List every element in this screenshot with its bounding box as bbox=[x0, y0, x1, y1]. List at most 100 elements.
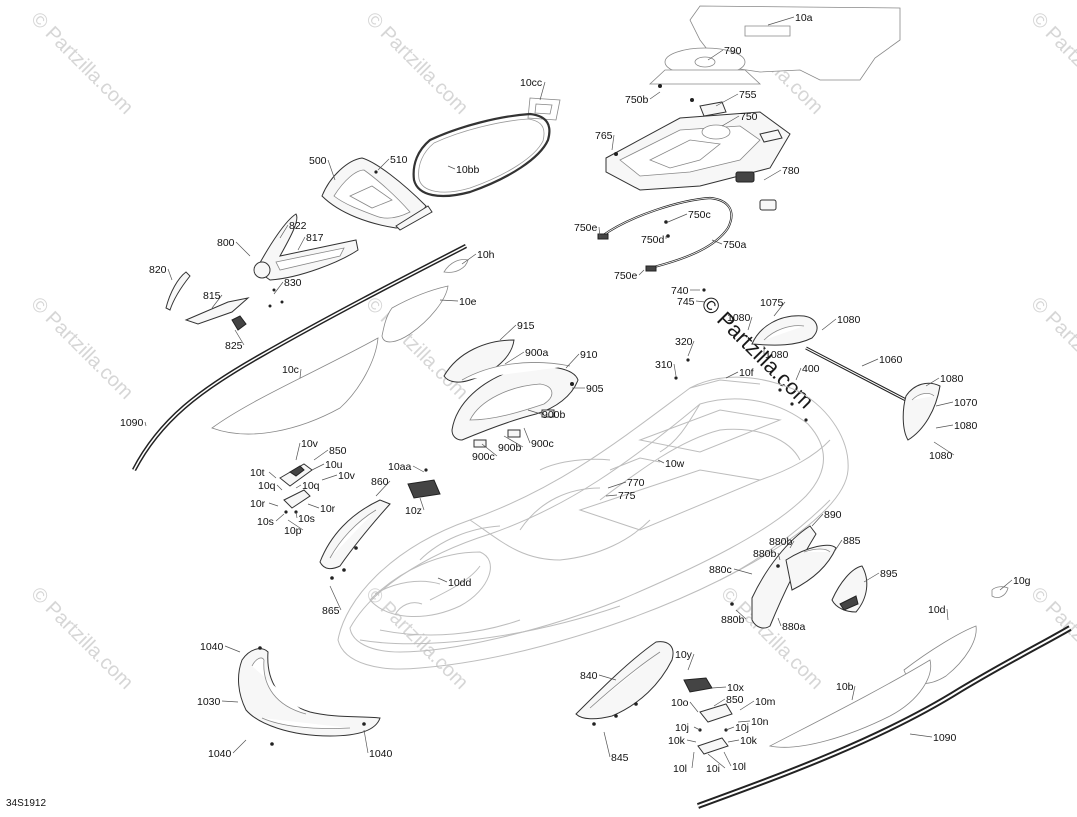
callout-10o[interactable]: 10o bbox=[671, 697, 699, 713]
callout-865[interactable]: 865 bbox=[322, 585, 342, 617]
callout-label[interactable]: 500 bbox=[309, 155, 327, 167]
callout-790[interactable]: 790 bbox=[707, 45, 742, 61]
callout-label[interactable]: 1060 bbox=[879, 354, 903, 366]
callout-830[interactable]: 830 bbox=[273, 277, 302, 295]
callout-900b[interactable]: 900b bbox=[527, 409, 566, 421]
callout-label[interactable]: 10j bbox=[675, 722, 689, 734]
callout-label[interactable]: 10f bbox=[739, 367, 754, 379]
callout-1080[interactable]: 1080 bbox=[925, 373, 964, 387]
callout-label[interactable]: 910 bbox=[580, 349, 598, 361]
callout-label[interactable]: 765 bbox=[595, 130, 613, 142]
callout-label[interactable]: 10q bbox=[258, 480, 276, 492]
callout-label[interactable]: 1080 bbox=[727, 312, 751, 324]
callout-822[interactable]: 822 bbox=[279, 220, 307, 239]
callout-label[interactable]: 10s bbox=[257, 516, 274, 528]
callout-880b[interactable]: 880b bbox=[769, 536, 795, 549]
callout-label[interactable]: 750a bbox=[723, 239, 747, 251]
callout-900c[interactable]: 900c bbox=[523, 427, 554, 450]
callout-10p[interactable]: 10p bbox=[284, 519, 304, 537]
callout-1090[interactable]: 1090 bbox=[909, 732, 957, 744]
callout-845[interactable]: 845 bbox=[603, 731, 629, 764]
callout-label[interactable]: 1070 bbox=[954, 397, 978, 409]
callout-label[interactable]: 10y bbox=[675, 649, 693, 661]
callout-10c[interactable]: 10c bbox=[282, 364, 302, 379]
callout-750[interactable]: 750 bbox=[721, 111, 758, 127]
callout-800[interactable]: 800 bbox=[217, 237, 251, 257]
callout-label[interactable]: 880b bbox=[769, 536, 793, 548]
callout-label[interactable]: 1080 bbox=[954, 420, 978, 432]
callout-label[interactable]: 10dd bbox=[448, 577, 472, 589]
callout-label[interactable]: 905 bbox=[586, 383, 604, 395]
callout-10cc[interactable]: 10cc bbox=[520, 77, 546, 101]
callout-750a[interactable]: 750a bbox=[711, 239, 747, 251]
callout-label[interactable]: 10h bbox=[477, 249, 495, 261]
callout-510[interactable]: 510 bbox=[377, 154, 408, 171]
callout-1080[interactable]: 1080 bbox=[763, 346, 789, 361]
callout-895[interactable]: 895 bbox=[863, 568, 898, 583]
callout-10r[interactable]: 10r bbox=[250, 498, 279, 510]
callout-label[interactable]: 10q bbox=[302, 480, 320, 492]
callout-885[interactable]: 885 bbox=[833, 535, 861, 553]
callout-label[interactable]: 790 bbox=[724, 45, 742, 57]
callout-label[interactable]: 320 bbox=[675, 336, 693, 348]
callout-750e[interactable]: 750e bbox=[614, 269, 645, 282]
callout-815[interactable]: 815 bbox=[203, 290, 223, 309]
callout-label[interactable]: 10a bbox=[795, 12, 813, 24]
callout-1030[interactable]: 1030 bbox=[197, 696, 239, 708]
callout-10dd[interactable]: 10dd bbox=[437, 577, 472, 589]
callout-1080[interactable]: 1080 bbox=[935, 420, 978, 432]
callout-label[interactable]: 895 bbox=[880, 568, 898, 580]
callout-label[interactable]: 830 bbox=[284, 277, 302, 289]
callout-label[interactable]: 1080 bbox=[940, 373, 964, 385]
callout-label[interactable]: 750e bbox=[574, 222, 598, 234]
callout-10e[interactable]: 10e bbox=[439, 296, 477, 308]
callout-1070[interactable]: 1070 bbox=[935, 397, 978, 409]
callout-label[interactable]: 850 bbox=[329, 445, 347, 457]
callout-label[interactable]: 10s bbox=[298, 513, 315, 525]
callout-label[interactable]: 770 bbox=[627, 477, 645, 489]
callout-label[interactable]: 775 bbox=[618, 490, 636, 502]
callout-880a[interactable]: 880a bbox=[777, 617, 806, 633]
callout-label[interactable]: 800 bbox=[217, 237, 235, 249]
callout-label[interactable]: 740 bbox=[671, 285, 689, 297]
callout-745[interactable]: 745 bbox=[677, 296, 706, 308]
callout-label[interactable]: 1030 bbox=[197, 696, 221, 708]
callout-label[interactable]: 880b bbox=[753, 548, 777, 560]
callout-label[interactable]: 10l bbox=[673, 763, 687, 775]
callout-label[interactable]: 750d bbox=[641, 234, 665, 246]
callout-label[interactable]: 1040 bbox=[200, 641, 224, 653]
callout-10k[interactable]: 10k bbox=[668, 735, 697, 747]
callout-900b[interactable]: 900b bbox=[498, 435, 524, 454]
callout-label[interactable]: 880b bbox=[721, 614, 745, 626]
callout-10r[interactable]: 10r bbox=[307, 503, 336, 515]
callout-label[interactable]: 880a bbox=[782, 621, 806, 633]
callout-label[interactable]: 900b bbox=[498, 442, 522, 454]
callout-label[interactable]: 510 bbox=[390, 154, 408, 166]
callout-label[interactable]: 10e bbox=[459, 296, 477, 308]
callout-905[interactable]: 905 bbox=[572, 383, 604, 395]
callout-label[interactable]: 780 bbox=[782, 165, 800, 177]
callout-1060[interactable]: 1060 bbox=[861, 354, 903, 367]
callout-label[interactable]: 10cc bbox=[520, 77, 542, 89]
callout-label[interactable]: 900a bbox=[525, 347, 549, 359]
callout-label[interactable]: 10c bbox=[282, 364, 299, 376]
callout-1075[interactable]: 1075 bbox=[760, 297, 786, 317]
callout-label[interactable]: 900c bbox=[531, 438, 554, 450]
callout-780[interactable]: 780 bbox=[763, 165, 800, 181]
callout-1080[interactable]: 1080 bbox=[929, 441, 955, 462]
callout-10l[interactable]: 10l bbox=[673, 751, 695, 775]
callout-label[interactable]: 10z bbox=[405, 505, 422, 517]
callout-label[interactable]: 865 bbox=[322, 605, 340, 617]
callout-label[interactable]: 750c bbox=[688, 209, 711, 221]
callout-817[interactable]: 817 bbox=[297, 232, 324, 251]
callout-label[interactable]: 820 bbox=[149, 264, 167, 276]
callout-label[interactable]: 900b bbox=[542, 409, 566, 421]
callout-label[interactable]: 10d bbox=[928, 604, 946, 616]
callout-10g[interactable]: 10g bbox=[999, 575, 1031, 591]
callout-label[interactable]: 400 bbox=[802, 363, 820, 375]
callout-label[interactable]: 750 bbox=[740, 111, 758, 123]
callout-label[interactable]: 310 bbox=[655, 359, 673, 371]
callout-label[interactable]: 900c bbox=[472, 451, 495, 463]
callout-label[interactable]: 1040 bbox=[369, 748, 393, 760]
callout-label[interactable]: 815 bbox=[203, 290, 221, 302]
